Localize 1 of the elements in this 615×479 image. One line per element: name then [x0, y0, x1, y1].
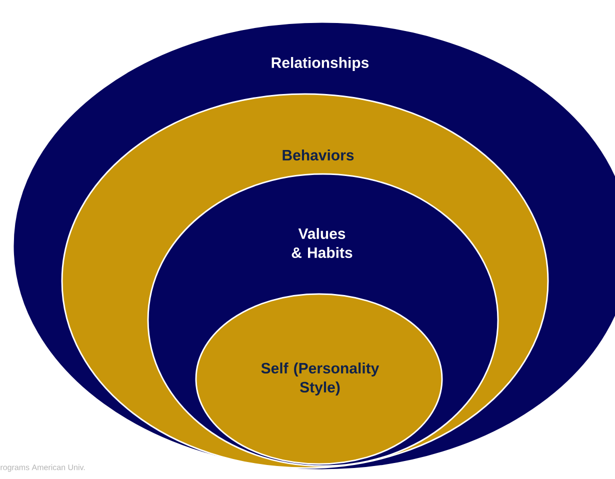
ellipse-region: Self (Personality Style) — [195, 293, 443, 465]
